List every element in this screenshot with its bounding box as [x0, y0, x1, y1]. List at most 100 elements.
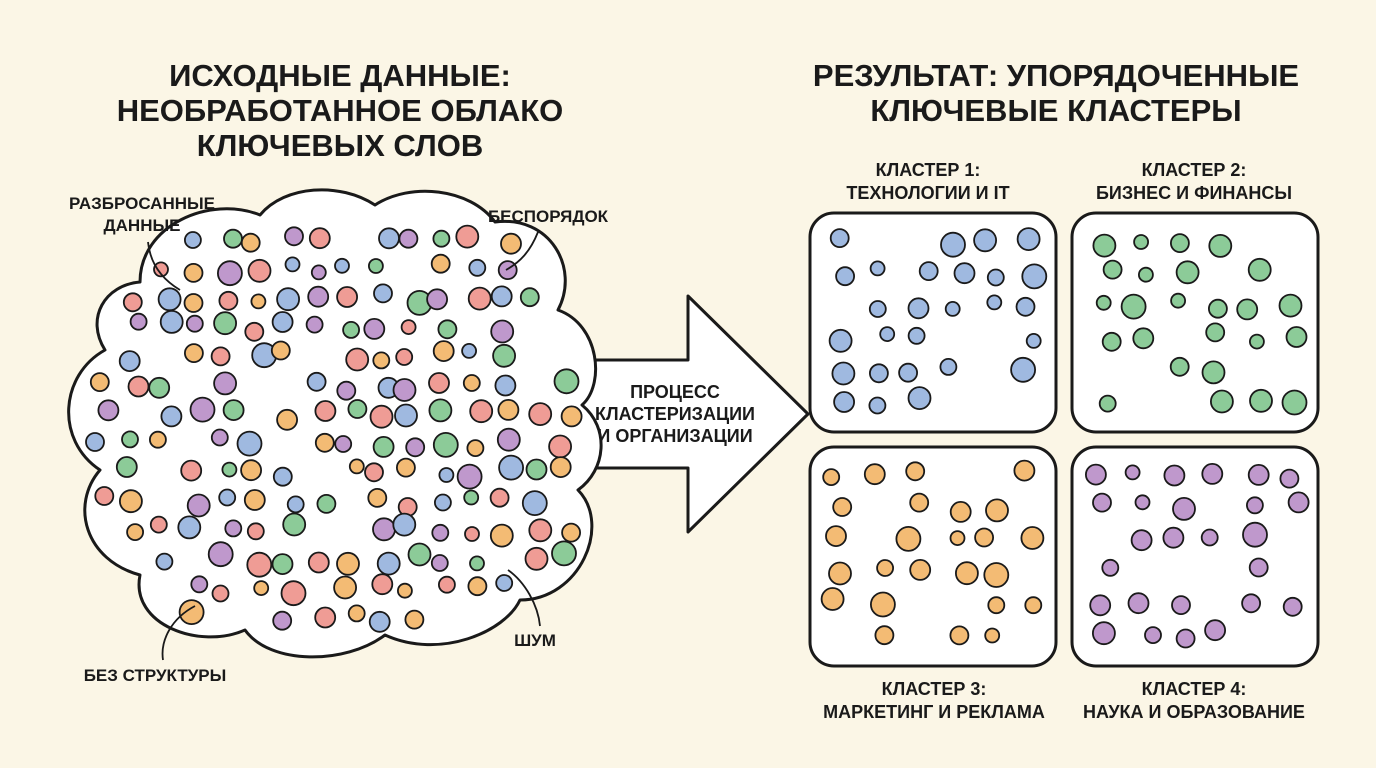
cloud-keyword-dot [305, 315, 324, 334]
cloud-keyword-dot [149, 515, 168, 534]
cluster-2-dot [1120, 293, 1147, 320]
cloud-keyword-dot [469, 555, 485, 572]
cloud-keyword-dot [490, 285, 513, 308]
cluster-3-dot [832, 497, 853, 517]
cloud-keyword-dot [364, 462, 384, 483]
cloud-keyword-dot [336, 380, 357, 401]
cloud-keyword-dot [126, 523, 145, 541]
cloud-keyword-dot [189, 396, 216, 423]
cluster-2-dot [1138, 266, 1154, 283]
cloud-keyword-dot [528, 402, 553, 427]
scattered-label-line-1: РАЗБРОСАННЫЕ [69, 194, 215, 213]
cluster-2-dot [1236, 298, 1259, 321]
cloud-keyword-dot [432, 431, 459, 458]
cloud-keyword-dot [400, 319, 417, 336]
cloud-keyword-dot [246, 522, 265, 541]
cloud-keyword-dot [498, 454, 525, 481]
cluster-4-dot [1101, 558, 1120, 577]
cluster-2-dot [1278, 293, 1303, 318]
left-title-line-1: ИСХОДНЫЕ ДАННЫЕ: [169, 58, 511, 93]
cluster-3-title-line-1: КЛАСТЕР 3: [882, 679, 987, 699]
cluster-4-dot [1172, 496, 1196, 521]
cloud-keyword-dot [496, 427, 521, 452]
cluster-4-dot [1175, 628, 1196, 649]
cluster-titles: КЛАСТЕР 1: ТЕХНОЛОГИИ И IT КЛАСТЕР 2: БИ… [823, 160, 1305, 722]
cloud-keyword-dot [367, 487, 388, 508]
cloud-keyword-dot [190, 575, 209, 594]
cloud-keyword-dot [250, 293, 267, 310]
cluster-1-dot [833, 391, 855, 413]
cluster-dots [820, 227, 1310, 649]
cloud-keyword-dot [247, 258, 272, 283]
cloud-dots [85, 224, 583, 633]
cloud-keyword-dot [347, 399, 368, 419]
cloud-keyword-dot [432, 229, 451, 248]
cluster-3-dot [909, 559, 932, 581]
cloud-keyword-dot [159, 309, 184, 334]
arrow-label-line-1: ПРОЦЕСС [630, 382, 720, 402]
cloud-keyword-dot [85, 432, 105, 452]
cloud-keyword-dot [276, 287, 301, 312]
cloud-keyword-dot [284, 256, 301, 273]
cloud-keyword-dot [467, 286, 492, 311]
cloud-keyword-dot [489, 523, 514, 548]
cluster-4-dot [1124, 464, 1141, 481]
cluster-3-dot [983, 562, 1010, 588]
cloud-keyword-dot [244, 321, 265, 342]
cloud-keyword-dot [549, 456, 572, 479]
cloud-keyword-dot [347, 604, 366, 623]
cloud-keyword-dot [336, 286, 359, 308]
cloud-keyword-dot [122, 292, 143, 313]
cloud-keyword-dot [270, 340, 291, 361]
cloud-keyword-dot [121, 430, 139, 449]
cloud-keyword-dot [464, 526, 480, 542]
cloud-keyword-dot [334, 257, 350, 274]
cluster-4-dot [1287, 491, 1310, 514]
cluster-4-dot [1163, 464, 1186, 487]
cluster-1-dot [940, 231, 966, 258]
cluster-3-dot [863, 463, 886, 486]
cluster-4-dot [1247, 463, 1270, 486]
cloud-keyword-dot [490, 319, 515, 344]
cloud-keyword-dot [521, 490, 548, 517]
cloud-keyword-dot [183, 231, 202, 249]
cloud-keyword-dot [394, 403, 418, 428]
cluster-1-dot [1015, 296, 1036, 317]
left-title-line-2: НЕОБРАБОТАННОЕ ОБЛАКО [117, 93, 564, 128]
cloud-keyword-dot [373, 283, 393, 304]
cloud-keyword-dot [314, 400, 337, 422]
cluster-2-dot [1170, 233, 1190, 254]
cluster-2-dot [1102, 259, 1123, 280]
cloud-keyword-dot [210, 428, 229, 447]
cloud-keyword-dot [336, 551, 360, 576]
cloud-keyword-dot [495, 574, 514, 592]
cluster-1-dot [1021, 263, 1048, 290]
cluster-1-dot [953, 262, 976, 285]
cloud-keyword-dot [438, 467, 455, 483]
cloud-keyword-dot [246, 551, 273, 578]
cluster-3-dot [820, 587, 845, 611]
cluster-3-dot [822, 468, 841, 487]
cloud-keyword-dot [178, 599, 205, 625]
cloud-keyword-dot [177, 515, 202, 540]
left-title-line-3: КЛЮЧЕВЫХ СЛОВ [197, 128, 484, 163]
cluster-4-dot [1279, 468, 1300, 489]
cluster-4-dot [1246, 496, 1264, 515]
cluster-1-dot [868, 396, 887, 415]
cloud-keyword-dot [368, 610, 391, 633]
cloud-keyword-dot [240, 232, 261, 253]
cloud-keyword-dot [280, 580, 307, 607]
cluster-1-dot [835, 266, 855, 287]
cloud-keyword-dot [180, 459, 203, 482]
cloud-keyword-dot [118, 489, 143, 514]
cloud-keyword-dot [243, 489, 266, 511]
cluster-3-dot [909, 492, 930, 513]
cluster-1-dot [1016, 227, 1041, 252]
cluster-2-dot [1247, 257, 1272, 282]
cloud-keyword-dot [271, 553, 294, 575]
cloud-keyword-dot [405, 437, 426, 458]
cluster-3-dot [1024, 596, 1043, 615]
cluster-4-dot [1134, 494, 1151, 511]
left-title: ИСХОДНЫЕ ДАННЫЕ: НЕОБРАБОТАННОЕ ОБЛАКО К… [117, 58, 564, 163]
